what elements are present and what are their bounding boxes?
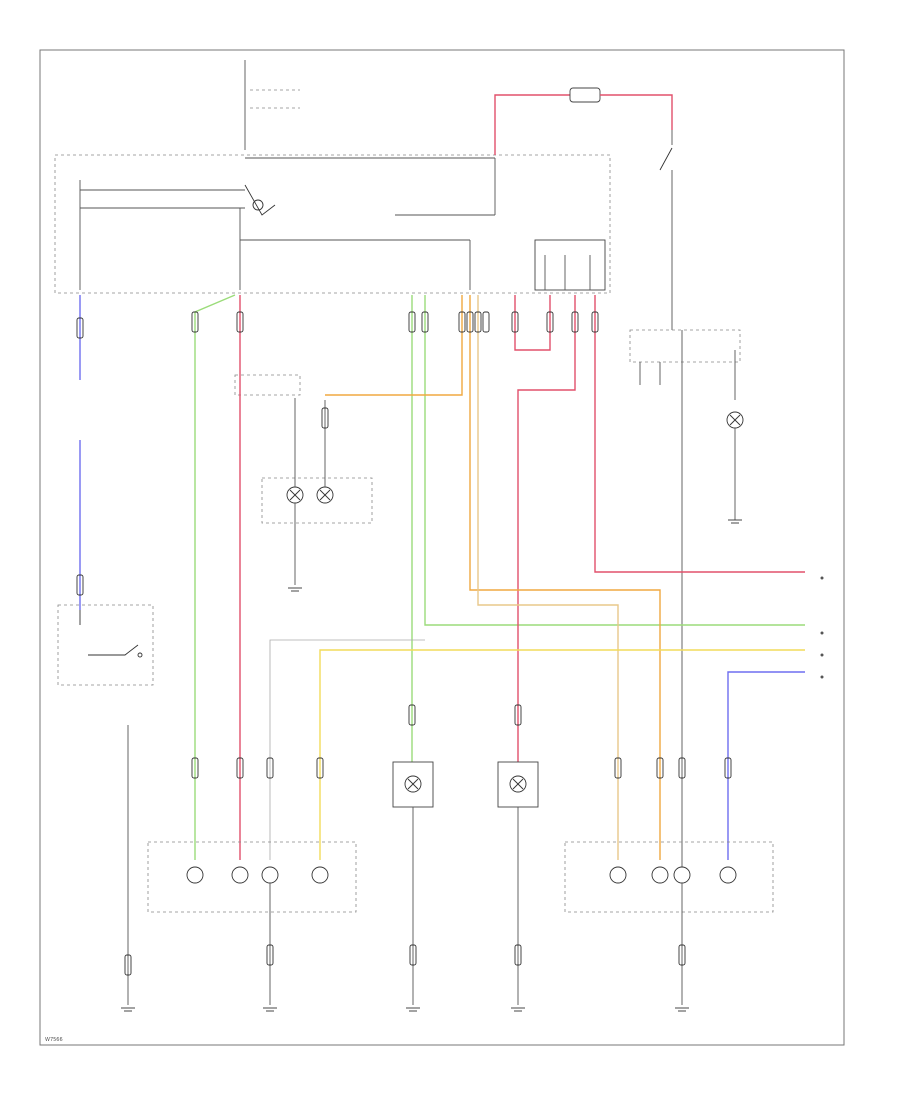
stop-lamp-switch xyxy=(659,130,673,330)
diagram-frame xyxy=(39,49,845,1046)
orange-wire xyxy=(325,295,463,396)
fuse-icon xyxy=(569,87,601,103)
red-wire-stop-right xyxy=(594,295,805,573)
left-rear-bulbs xyxy=(186,866,329,884)
license-lamp-right xyxy=(316,486,334,504)
bottom-ground-icons xyxy=(121,1007,689,1012)
right-rear-combination-lamp xyxy=(564,841,774,913)
green-wire-right xyxy=(424,295,805,626)
under-dash-fuse-relay-box xyxy=(54,154,611,294)
orange-wire-right xyxy=(469,295,661,860)
blue-wire-right xyxy=(727,671,805,860)
switch-contact xyxy=(88,644,139,656)
continuation-marks xyxy=(820,576,824,679)
red-feed-wire xyxy=(494,94,570,155)
yellow-wire xyxy=(319,649,805,860)
diagram-code: W7566 xyxy=(45,1037,63,1043)
hot-at-all-times-feed xyxy=(244,60,300,150)
green-wire-left xyxy=(194,294,236,860)
tail-light-relay xyxy=(244,184,276,216)
high-mount-stop-lamp xyxy=(726,411,744,429)
connector-marks xyxy=(76,311,732,779)
license-ground-icon xyxy=(288,587,302,592)
red-wire-stop-center xyxy=(517,295,576,765)
license-lamp-left xyxy=(286,486,304,504)
ground-icon xyxy=(728,519,742,524)
fuse-block xyxy=(534,239,606,291)
left-rear-combination-lamp xyxy=(147,841,357,913)
junction-block-right xyxy=(629,329,741,363)
right-rear-bulbs xyxy=(609,866,737,884)
tail-junction xyxy=(234,374,301,396)
tan-wire-right xyxy=(477,295,619,860)
license-lamp-assembly xyxy=(261,477,373,524)
backup-light-switch xyxy=(57,604,154,686)
red-wire-loop xyxy=(514,295,551,351)
